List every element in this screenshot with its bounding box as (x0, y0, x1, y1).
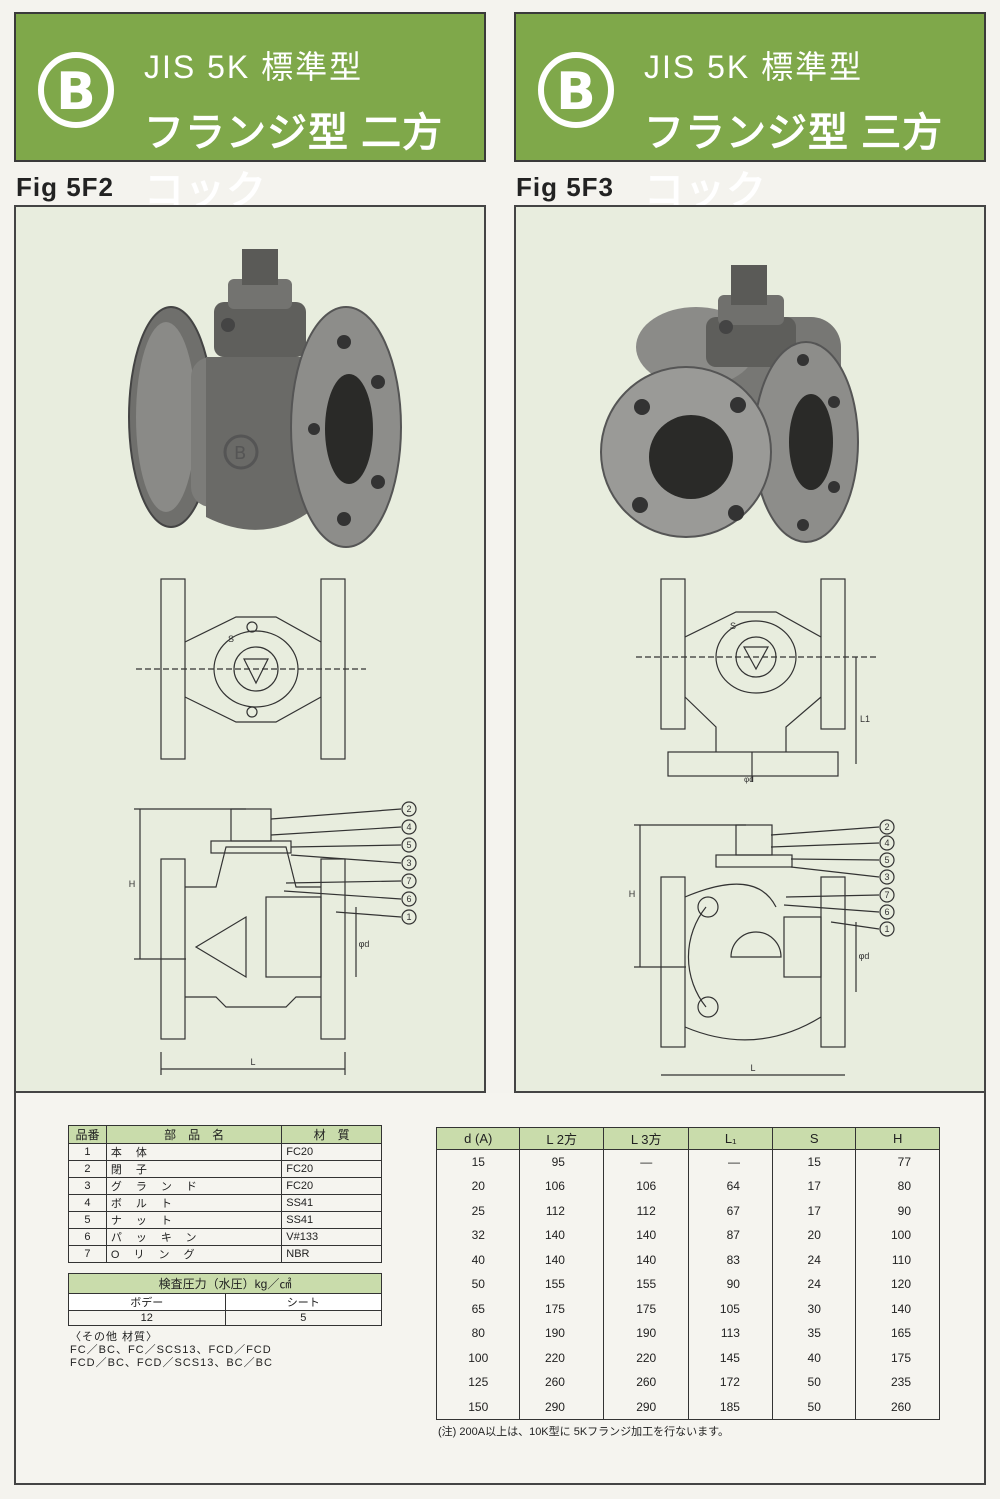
body-pressure-value: 12 (68, 1310, 226, 1326)
callout: 6 (884, 907, 889, 917)
product-title: フランジ型 二方コック (144, 111, 444, 213)
col-s: S (771, 1127, 857, 1150)
panel-two-way-cock: B S (14, 205, 486, 1093)
three-way-section-drawing (634, 819, 895, 1076)
callout: 7 (406, 876, 411, 886)
col-seat: シート (224, 1293, 382, 1311)
dim-label-phid: φd (359, 939, 370, 949)
col-part-name: 部 品 名 (105, 1125, 283, 1144)
callout: 6 (406, 894, 411, 904)
other-materials-line: FC／BC、FC／SCS13、FCD／FCD (70, 1344, 272, 1356)
dim-label-h: H (629, 889, 636, 899)
banner-three-way: B JIS 5K 標準型 フランジ型 三方コック (514, 12, 986, 213)
pressure-title: 検査圧力（水圧）kg／㎠ (68, 1273, 382, 1294)
callout-numbers-left: 2 4 5 3 7 6 1 H L φd (129, 804, 412, 1067)
dim-label-phid: φd (744, 775, 754, 784)
other-materials-label: 〈その他 材質〉 (70, 1331, 159, 1343)
fig-label-5f3: Fig 5F3 (516, 172, 615, 202)
svg-text:B: B (234, 443, 246, 464)
dim-label-l1: L1 (860, 714, 870, 724)
col-material: 材 質 (281, 1125, 382, 1144)
dim-label-s: S (730, 621, 736, 631)
callout: 4 (884, 838, 889, 848)
three-way-valve-photo (600, 265, 859, 543)
dim-label-h: H (129, 879, 136, 889)
three-way-top-view-drawing (636, 578, 876, 782)
dim-label-l: L (750, 1063, 755, 1073)
banner-two-way: B JIS 5K 標準型 フランジ型 二方コック (14, 12, 486, 213)
two-way-cock-illustration: B S (128, 249, 417, 1075)
two-way-section-drawing (134, 801, 417, 1075)
two-way-valve-photo: B (128, 249, 402, 548)
fig-label-5f2: Fig 5F2 (16, 172, 115, 202)
callout: 1 (884, 924, 889, 934)
callout: 3 (406, 858, 411, 868)
dimensions-note: (注) 200A以上は、10K型に 5Kフランジ加工を行ないます。 (438, 1426, 730, 1438)
col-body: ボデー (68, 1293, 226, 1311)
callout: 3 (884, 872, 889, 882)
col-l3: L 3方 (602, 1127, 690, 1150)
col-l2: L 2方 (519, 1127, 604, 1150)
callout-numbers-right: 2 4 5 3 7 6 1 H L φd (629, 822, 890, 1073)
col-d: d (A) (435, 1127, 521, 1150)
brand-logo-b: B (38, 52, 114, 128)
callout: 5 (406, 840, 411, 850)
dim-label-s: S (228, 634, 234, 644)
dim-label-l: L (250, 1057, 255, 1067)
spec-line: JIS 5K 標準型 (144, 49, 364, 85)
other-materials: 〈その他 材質〉 FC／BC、FC／SCS13、FCD／FCD FCD／BC、F… (70, 1331, 273, 1370)
callout: 2 (884, 822, 889, 832)
spec-line: JIS 5K 標準型 (644, 49, 864, 85)
panel-three-way-cock: L1 S φd (514, 205, 986, 1093)
other-materials-line: FCD／BC、FCD／SCS13、BC／BC (70, 1357, 273, 1369)
col-part-no: 品番 (68, 1125, 107, 1144)
callout: 1 (406, 912, 411, 922)
callout: 2 (406, 804, 411, 814)
product-title: フランジ型 三方コック (644, 111, 944, 213)
test-pressure-table: 検査圧力（水圧）kg／㎠ ボデー シート 12 5 (68, 1273, 382, 1326)
callout: 4 (406, 822, 411, 832)
dim-label-phid: φd (859, 951, 870, 961)
brand-logo-b: B (538, 52, 614, 128)
callout: 7 (884, 890, 889, 900)
three-way-cock-illustration: L1 S φd (600, 265, 895, 1076)
seat-pressure-value: 5 (224, 1310, 382, 1326)
callout: 5 (884, 855, 889, 865)
col-l1: L₁ (688, 1127, 773, 1150)
two-way-top-view-drawing (136, 578, 366, 760)
col-h: H (855, 1127, 940, 1150)
